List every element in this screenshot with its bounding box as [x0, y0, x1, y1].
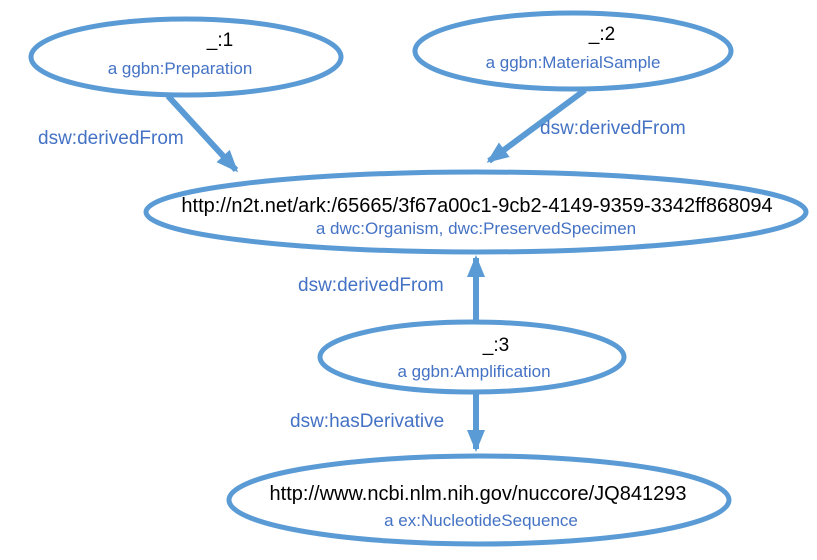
edge-label-derivedFrom-3: dsw:derivedFrom	[298, 275, 444, 296]
node-type-blank1: a ggbn:Preparation	[108, 59, 253, 78]
edge-label-hasDerivative: dsw:hasDerivative	[290, 411, 444, 432]
node-label-specimen: http://n2t.net/ark:/65665/3f67a00c1-9cb2…	[181, 195, 772, 217]
edge-arrow-blank1-derivedFrom-specimen	[165, 93, 239, 173]
node-ellipse-sequence	[226, 453, 732, 547]
node-label-blank1: _:1	[206, 30, 233, 51]
node-label-blank2: _:2	[588, 24, 615, 45]
edge-label-derivedFrom-2: dsw:derivedFrom	[540, 118, 686, 139]
node-ellipse-blank2	[412, 10, 734, 92]
node-type-sequence: a ex:NucleotideSequence	[384, 511, 578, 530]
node-ellipse-blank1	[28, 16, 344, 98]
node-label-blank3: _:3	[482, 335, 509, 356]
node-ellipse-specimen	[143, 169, 809, 255]
node-type-blank2: a ggbn:MaterialSample	[486, 53, 661, 72]
node-type-specimen: a dwc:Organism, dwc:PreservedSpecimen	[316, 219, 636, 238]
edge-label-derivedFrom-1: dsw:derivedFrom	[38, 128, 184, 149]
node-type-blank3: a ggbn:Amplification	[397, 362, 550, 381]
node-label-sequence: http://www.ncbi.nlm.nih.gov/nuccore/JQ84…	[270, 483, 687, 505]
edge-arrow-blank2-derivedFrom-specimen	[486, 87, 587, 164]
node-ellipse-blank3	[317, 319, 627, 395]
